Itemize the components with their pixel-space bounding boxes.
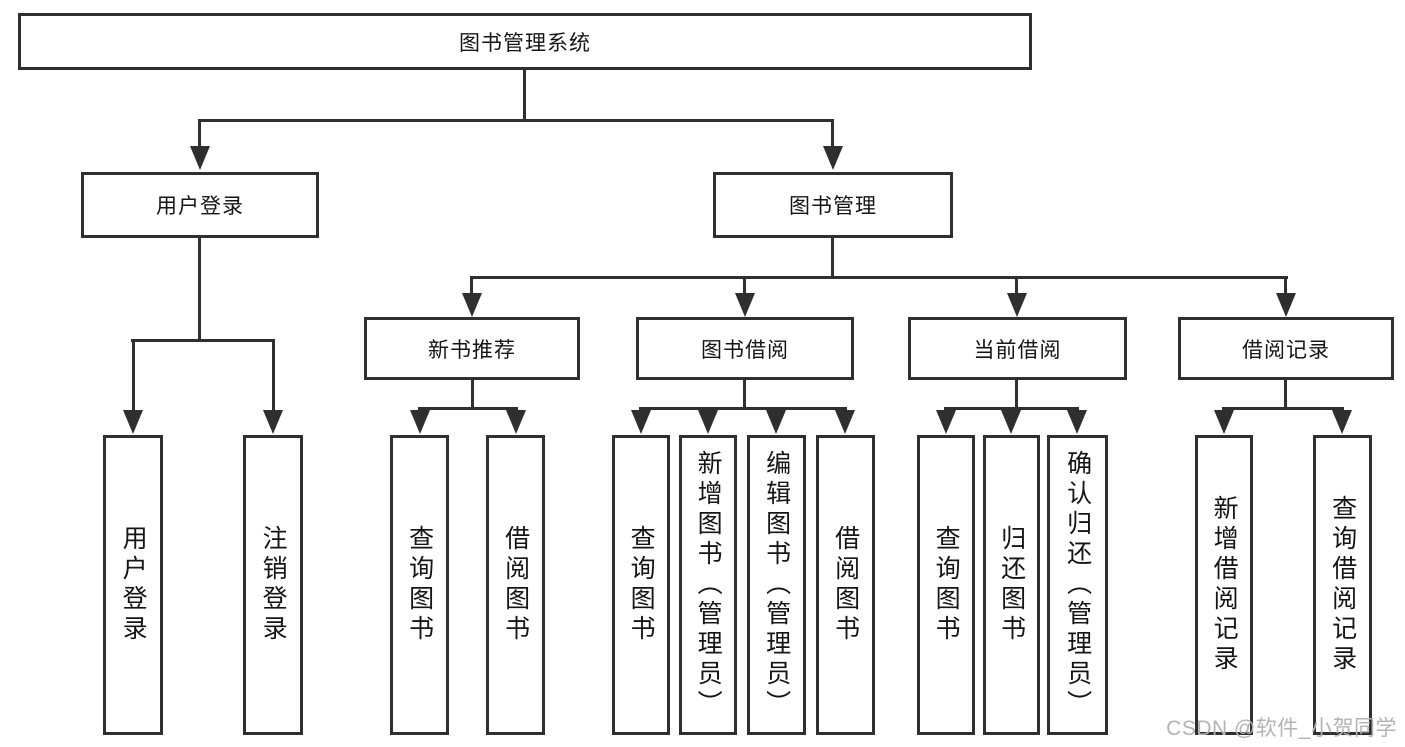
- arrowhead-bb-borrow: [835, 410, 855, 434]
- leaf-nbr-borrow-books: 借阅图书: [486, 435, 545, 735]
- node-label-book-borrowing: 图书借阅: [701, 338, 789, 362]
- node-library-management-system: 图书管理系统: [18, 13, 1032, 70]
- arrowhead-cb-confirm: [1067, 410, 1087, 434]
- node-label-borrowing-records: 借阅记录: [1242, 338, 1330, 362]
- arrowhead-new-book: [462, 293, 482, 317]
- node-book-management: 图书管理: [713, 172, 953, 238]
- arrowhead-nbr-borrow: [506, 410, 526, 434]
- node-user-login: 用户登录: [81, 172, 319, 238]
- connector-stem-borrowing-records: [1284, 276, 1287, 294]
- leaf-br-add-record: 新增借阅记录: [1195, 435, 1253, 735]
- leaf-label-bb-borrow-books: 借阅图书: [831, 525, 860, 645]
- node-book-borrowing: 图书借阅: [636, 317, 854, 380]
- connector-userlogin-split: [131, 339, 274, 342]
- node-label-current-borrowing: 当前借阅: [973, 338, 1062, 362]
- connector-stem-new-book: [470, 276, 473, 294]
- arrowhead-bb-edit: [766, 410, 786, 434]
- connector-root-split: [198, 119, 834, 122]
- connector-cb-stem: [1015, 380, 1018, 410]
- arrowhead-leaf-login: [123, 410, 143, 434]
- leaf-label-cb-confirm-return-admin: 确认归还（管理员）: [1063, 450, 1092, 720]
- arrowhead-nbr-query: [410, 410, 430, 434]
- leaf-user-login: 用户登录: [103, 435, 163, 735]
- leaf-nbr-query-books: 查询图书: [390, 435, 449, 735]
- leaf-label-bb-query-books: 查询图书: [627, 525, 656, 645]
- leaf-label-logout: 注销登录: [259, 525, 288, 645]
- leaf-bb-add-books-admin: 新增图书（管理员）: [679, 435, 737, 735]
- node-new-book-recommend: 新书推荐: [364, 317, 580, 380]
- leaf-logout: 注销登录: [243, 435, 303, 735]
- arrowhead-bb-add: [698, 410, 718, 434]
- connector-bookmgmt-split: [470, 276, 1288, 279]
- leaf-label-bb-edit-books-admin: 编辑图书（管理员）: [762, 450, 791, 720]
- leaf-bb-edit-books-admin: 编辑图书（管理员）: [747, 435, 806, 735]
- connector-bb-stem: [743, 380, 746, 410]
- leaf-cb-return-books: 归还图书: [983, 435, 1040, 735]
- node-label-user-login: 用户登录: [156, 195, 244, 218]
- connector-nbr-stem: [471, 380, 474, 410]
- leaf-label-cb-query-books: 查询图书: [932, 525, 961, 645]
- leaf-label-user-login: 用户登录: [119, 525, 148, 645]
- connector-nbr-split: [418, 407, 518, 410]
- arrowhead-br-add: [1214, 410, 1234, 434]
- leaf-label-nbr-borrow-books: 借阅图书: [501, 525, 530, 645]
- arrowhead-borrowing-records: [1276, 293, 1296, 317]
- arrowhead-bb-query: [631, 410, 651, 434]
- arrowhead-cb-query: [936, 410, 956, 434]
- arrowhead-br-query: [1332, 410, 1352, 434]
- connector-cb-split: [944, 407, 1079, 410]
- leaf-bb-query-books: 查询图书: [612, 435, 670, 735]
- connector-br-split: [1222, 407, 1344, 410]
- connector-bb-split: [639, 407, 847, 410]
- csdn-watermark: CSDN @软件_小贺同学: [1166, 717, 1397, 740]
- connector-stem-leaf-logout: [272, 339, 275, 413]
- leaf-label-nbr-query-books: 查询图书: [405, 525, 434, 645]
- node-label-new-book-recommend: 新书推荐: [428, 338, 516, 362]
- arrowhead-cb-return: [1001, 410, 1021, 434]
- node-label-book-management: 图书管理: [789, 195, 877, 218]
- leaf-bb-borrow-books: 借阅图书: [816, 435, 875, 735]
- connector-stem-current-borrowing: [1015, 276, 1018, 294]
- leaf-cb-query-books: 查询图书: [917, 435, 975, 735]
- arrowhead-user-login: [190, 146, 210, 170]
- arrowhead-current-borrowing: [1007, 293, 1027, 317]
- leaf-label-br-query-record: 查询借阅记录: [1328, 495, 1357, 675]
- node-label-root: 图书管理系统: [459, 31, 591, 55]
- arrowhead-book-borrowing: [735, 293, 755, 317]
- arrowhead-leaf-logout: [263, 410, 283, 434]
- leaf-label-bb-add-books-admin: 新增图书（管理员）: [694, 450, 723, 720]
- node-current-borrowing: 当前借阅: [908, 317, 1127, 380]
- connector-br-stem: [1284, 380, 1287, 410]
- connector-stem-user-login: [198, 119, 201, 147]
- connector-stem-book-borrowing: [743, 276, 746, 294]
- connector-stem-leaf-login: [132, 339, 135, 413]
- leaf-cb-confirm-return-admin: 确认归还（管理员）: [1047, 435, 1108, 735]
- connector-stem-book-management: [831, 119, 834, 147]
- leaf-label-br-add-record: 新增借阅记录: [1210, 495, 1239, 675]
- node-borrowing-records: 借阅记录: [1178, 317, 1394, 380]
- connector-userlogin-stem: [198, 238, 201, 342]
- leaf-label-cb-return-books: 归还图书: [997, 525, 1026, 645]
- leaf-br-query-record: 查询借阅记录: [1313, 435, 1372, 735]
- connector-bookmgmt-stem: [831, 238, 834, 278]
- arrowhead-book-management: [823, 146, 843, 170]
- connector-root-stem: [523, 68, 526, 121]
